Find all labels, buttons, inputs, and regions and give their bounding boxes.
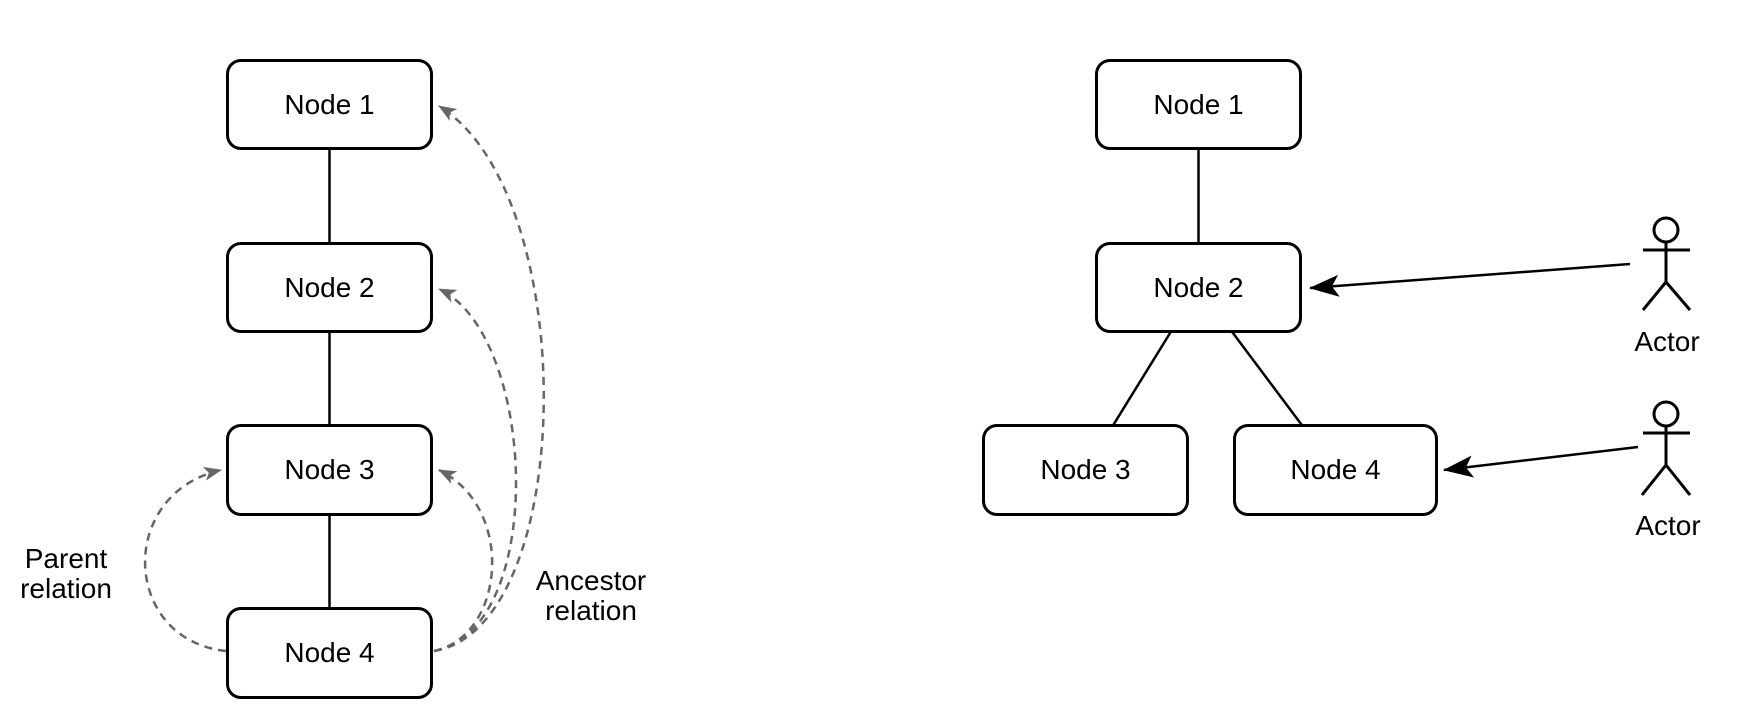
actor-right-leg — [1664, 281, 1692, 311]
right-node-2-label: Node 2 — [1153, 271, 1244, 303]
left-node-1: Node 1 — [226, 59, 433, 150]
actor-right-leg — [1664, 464, 1692, 496]
actor2-label: Actor — [1635, 510, 1701, 541]
parent-relation-label-line2: relation — [20, 573, 112, 604]
right-node-2: Node 2 — [1095, 242, 1302, 333]
actor-icon — [1641, 216, 1692, 311]
left-node-4: Node 4 — [226, 607, 433, 699]
actor-head — [1652, 216, 1680, 244]
ancestor-relation-label-line2: relation — [545, 595, 637, 626]
right-node-3-label: Node 3 — [1040, 454, 1131, 485]
ancestor-relation-arrow-to-node2 — [433, 287, 518, 653]
right-node-1-label: Node 1 — [1153, 88, 1244, 120]
ancestor-relation-arrow-to-node1 — [433, 104, 545, 653]
ancestor-relation-label: Ancestor relation — [516, 566, 666, 626]
left-node-4-label: Node 4 — [284, 637, 375, 668]
right-node-1: Node 1 — [1095, 59, 1302, 150]
parent-relation-arrow — [143, 466, 227, 653]
actor-left-leg — [1641, 281, 1668, 311]
parent-relation-label: Parent relation — [0, 544, 132, 604]
actor1-label: Actor — [1634, 326, 1700, 357]
actor-icon — [1640, 400, 1692, 496]
ancestor-relation-label-line1: Ancestor — [535, 565, 647, 596]
actor2-arrow-to-node4 — [1443, 445, 1639, 478]
parent-relation-label-line1: Parent — [24, 543, 108, 574]
right-node-3: Node 3 — [982, 424, 1189, 516]
left-node-1-label: Node 1 — [284, 88, 375, 120]
right-node-4: Node 4 — [1233, 424, 1438, 516]
left-node-3-label: Node 3 — [284, 454, 375, 485]
left-node-3: Node 3 — [226, 424, 433, 516]
actor-head — [1652, 400, 1680, 428]
actor1-arrow-to-node2 — [1309, 262, 1631, 297]
left-node-2: Node 2 — [226, 242, 433, 333]
left-node-2-label: Node 2 — [284, 271, 375, 303]
right-node-4-label: Node 4 — [1290, 454, 1381, 485]
actor-left-leg — [1640, 464, 1668, 496]
